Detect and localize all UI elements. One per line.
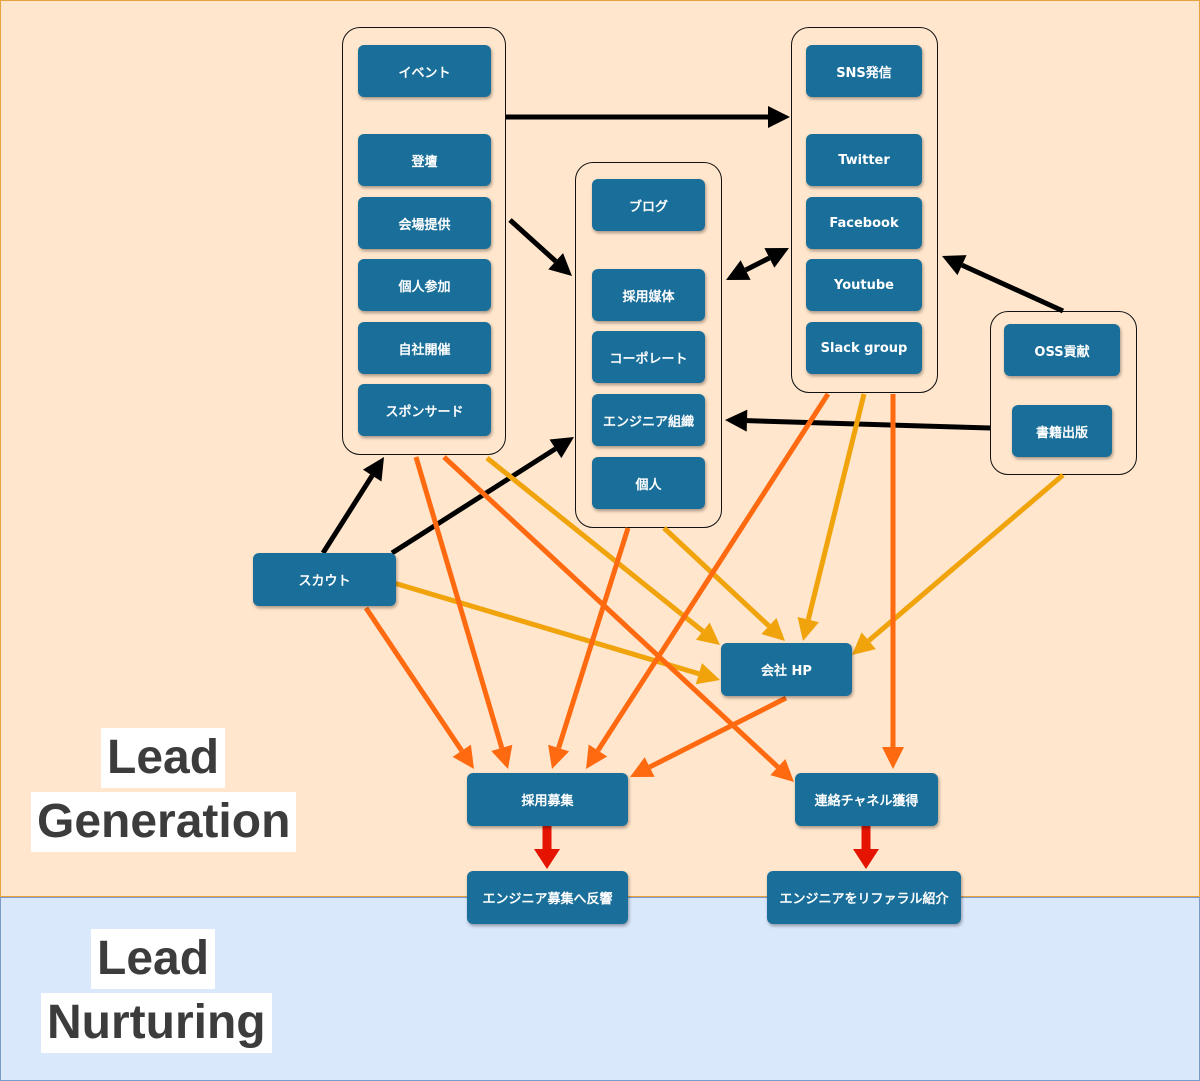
arrow-blog-sns [726, 248, 789, 280]
node-company-hp[interactable]: 会社 HP [721, 643, 852, 696]
node-personal-join[interactable]: 個人参加 [358, 259, 491, 311]
arrow-oss-to-sns [942, 255, 1065, 314]
arrow-scout-to-event [320, 457, 384, 555]
arrow-event-to-sns [506, 106, 790, 128]
oss-group [990, 311, 1137, 475]
node-venue[interactable]: 会場提供 [358, 197, 491, 249]
node-facebook[interactable]: Facebook [806, 197, 922, 249]
node-event[interactable]: イベント [358, 45, 491, 97]
node-referral[interactable]: エンジニアをリファラル紹介 [767, 871, 961, 924]
arrow-sns-to-contact [882, 394, 904, 769]
node-blog[interactable]: ブログ [592, 179, 705, 231]
node-recruit-media[interactable]: 採用媒体 [592, 269, 705, 321]
node-slack[interactable]: Slack group [806, 322, 922, 374]
arrow-recruiting-to-response [534, 826, 560, 869]
node-oss[interactable]: OSS貢献 [1004, 324, 1120, 376]
node-individual[interactable]: 個人 [592, 457, 705, 509]
lead-nurturing-label-line2: Nurturing [41, 993, 272, 1053]
arrow-sns-to-hp [797, 393, 867, 641]
node-response[interactable]: エンジニア募集へ反響 [467, 871, 628, 924]
node-scout[interactable]: スカウト [253, 553, 396, 606]
blog-group [575, 162, 722, 528]
node-contact-channel[interactable]: 連絡チャネル獲得 [795, 773, 938, 826]
arrow-oss-to-blog [725, 409, 991, 432]
node-sns[interactable]: SNS発信 [806, 45, 922, 97]
arrow-oss-to-hp [852, 473, 1065, 655]
node-twitter[interactable]: Twitter [806, 134, 922, 186]
sns-group [791, 27, 938, 393]
arrow-event-to-recruiting [413, 456, 513, 769]
arrow-event-to-blog [508, 218, 572, 276]
arrow-contact-to-referral [853, 826, 879, 869]
arrow-blog-to-recruiting [548, 527, 631, 769]
event-group [342, 27, 506, 455]
node-eng-org[interactable]: エンジニア組織 [592, 394, 705, 446]
node-recruiting[interactable]: 採用募集 [467, 773, 628, 826]
arrow-scout-to-hp [393, 580, 720, 685]
arrow-event-to-contact [442, 455, 794, 782]
arrow-sns-to-recruiting [586, 392, 831, 769]
node-toudan[interactable]: 登壇 [358, 134, 491, 186]
node-inhouse[interactable]: 自社開催 [358, 322, 491, 374]
arrow-scout-to-recruiting [363, 606, 474, 769]
arrow-hp-to-recruiting [630, 695, 788, 777]
arrow-event-to-hp [485, 456, 720, 645]
lead-generation-label-line2: Generation [31, 792, 297, 852]
arrow-blog-to-hp [662, 526, 785, 641]
node-corporate[interactable]: コーポレート [592, 331, 705, 383]
node-book[interactable]: 書籍出版 [1012, 405, 1112, 457]
node-youtube[interactable]: Youtube [806, 259, 922, 311]
arrow-scout-to-blog [390, 437, 574, 556]
lead-generation-label-line1: Lead [101, 728, 226, 788]
node-sponsor[interactable]: スポンサード [358, 384, 491, 436]
lead-nurturing-label-line1: Lead [91, 929, 216, 989]
